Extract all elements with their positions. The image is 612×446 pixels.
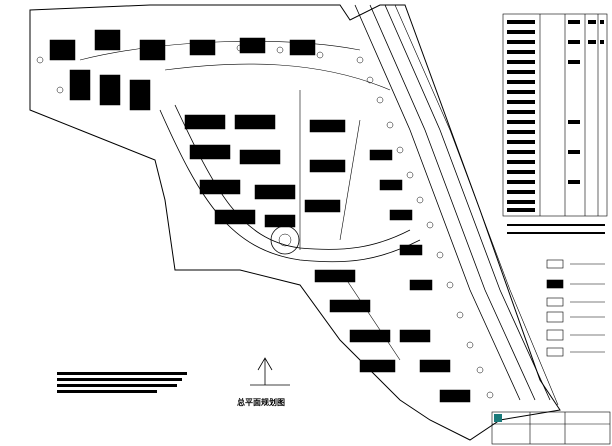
road-edge [394,4,559,406]
title-block-accent [494,414,502,422]
roundabout [278,233,292,247]
road-edge [384,4,551,401]
legend [546,259,605,357]
inner-road [174,104,411,250]
roundabout [270,225,300,255]
title-block [491,411,611,445]
drawing-caption: 总平面规划图 [237,398,285,407]
building-blocks [49,29,471,403]
site-boundary [29,4,561,441]
inner-road [339,119,361,241]
inner-road [339,269,401,361]
table-rows [507,20,605,234]
tree-symbols [36,44,494,399]
north-arrow-icon [250,357,290,386]
road-edge [369,4,536,401]
inner-road [159,109,421,263]
data-table [502,13,608,217]
notes-block [57,372,187,393]
inner-road [164,63,391,91]
inner-road [79,40,361,61]
road-edge [354,4,521,401]
